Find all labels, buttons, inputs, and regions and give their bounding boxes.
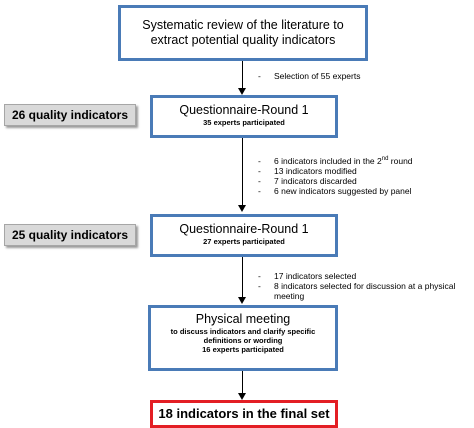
box-subtitle: 27 experts participated [203, 237, 285, 246]
connector-line [242, 371, 243, 393]
box-subtitle: 35 experts participated [203, 118, 285, 127]
note-text: round [388, 156, 413, 166]
arrowhead [238, 297, 246, 304]
bullet-dash: - [258, 156, 261, 166]
list-item: - 7 indicators discarded [258, 176, 470, 186]
round-2-notes: - 17 indicators selected - 8 indicators se… [258, 271, 472, 301]
list-item: - 13 indicators modified [258, 166, 470, 176]
note-text: 6 new indicators suggested by panel [274, 186, 412, 196]
note-text: 8 indicators selected for discussion at … [274, 281, 456, 301]
expert-selection-note: - Selection of 55 experts [258, 71, 360, 81]
arrowhead [238, 88, 246, 95]
literature-review-box: Systematic review of the literature to e… [118, 5, 368, 61]
questionnaire-round-2-box: Questionnaire-Round 1 27 experts partici… [150, 214, 338, 257]
final-set-text: 18 indicators in the final set [158, 406, 330, 421]
note-text: 7 indicators discarded [274, 176, 357, 186]
bullet-dash: - [258, 176, 261, 186]
list-item: - 6 indicators included in the 2nd round [258, 156, 470, 166]
side-label-first: 26 quality indicators [4, 104, 136, 126]
connector-line [242, 257, 243, 297]
side-label-text: 26 quality indicators [11, 108, 129, 122]
side-label-text: 25 quality indicators [11, 228, 129, 242]
side-label-second: 25 quality indicators [4, 224, 136, 246]
list-item: - 17 indicators selected [258, 271, 472, 281]
arrowhead [238, 393, 246, 400]
literature-review-text: Systematic review of the literature to e… [142, 18, 344, 47]
list-item: - 6 new indicators suggested by panel [258, 186, 470, 196]
bullet-dash: - [258, 166, 261, 176]
box-subtitle: definitions or wording [203, 336, 283, 345]
superscript: nd [381, 156, 389, 163]
round-1-notes: - 6 indicators included in the 2nd round… [258, 156, 470, 196]
physical-meeting-box: Physical meeting to discuss indicators a… [148, 305, 338, 371]
final-set-box: 18 indicators in the final set [150, 400, 338, 428]
note-text: Selection of 55 experts [274, 71, 361, 81]
note-text: 17 indicators selected [274, 271, 357, 281]
box-subtitle: 16 experts participated [202, 345, 284, 354]
bullet-dash: - [258, 271, 261, 281]
bullet-dash: - [258, 71, 261, 81]
bullet-dash: - [258, 186, 261, 196]
note-text: 6 indicators included in the 2 [274, 156, 382, 166]
connector-line [242, 138, 243, 205]
box-title: Questionnaire-Round 1 [179, 103, 309, 117]
box-title: Questionnaire-Round 1 [179, 222, 309, 236]
box-subtitle: to discuss indicators and clarify specif… [170, 327, 316, 336]
bullet-dash: - [258, 281, 261, 291]
connector-line [242, 61, 243, 88]
box-title: Physical meeting [195, 312, 291, 326]
arrowhead [238, 205, 246, 212]
list-item: - 8 indicators selected for discussion at… [258, 281, 472, 301]
note-text: 13 indicators modified [274, 166, 357, 176]
questionnaire-round-1-box: Questionnaire-Round 1 35 experts partici… [150, 95, 338, 138]
